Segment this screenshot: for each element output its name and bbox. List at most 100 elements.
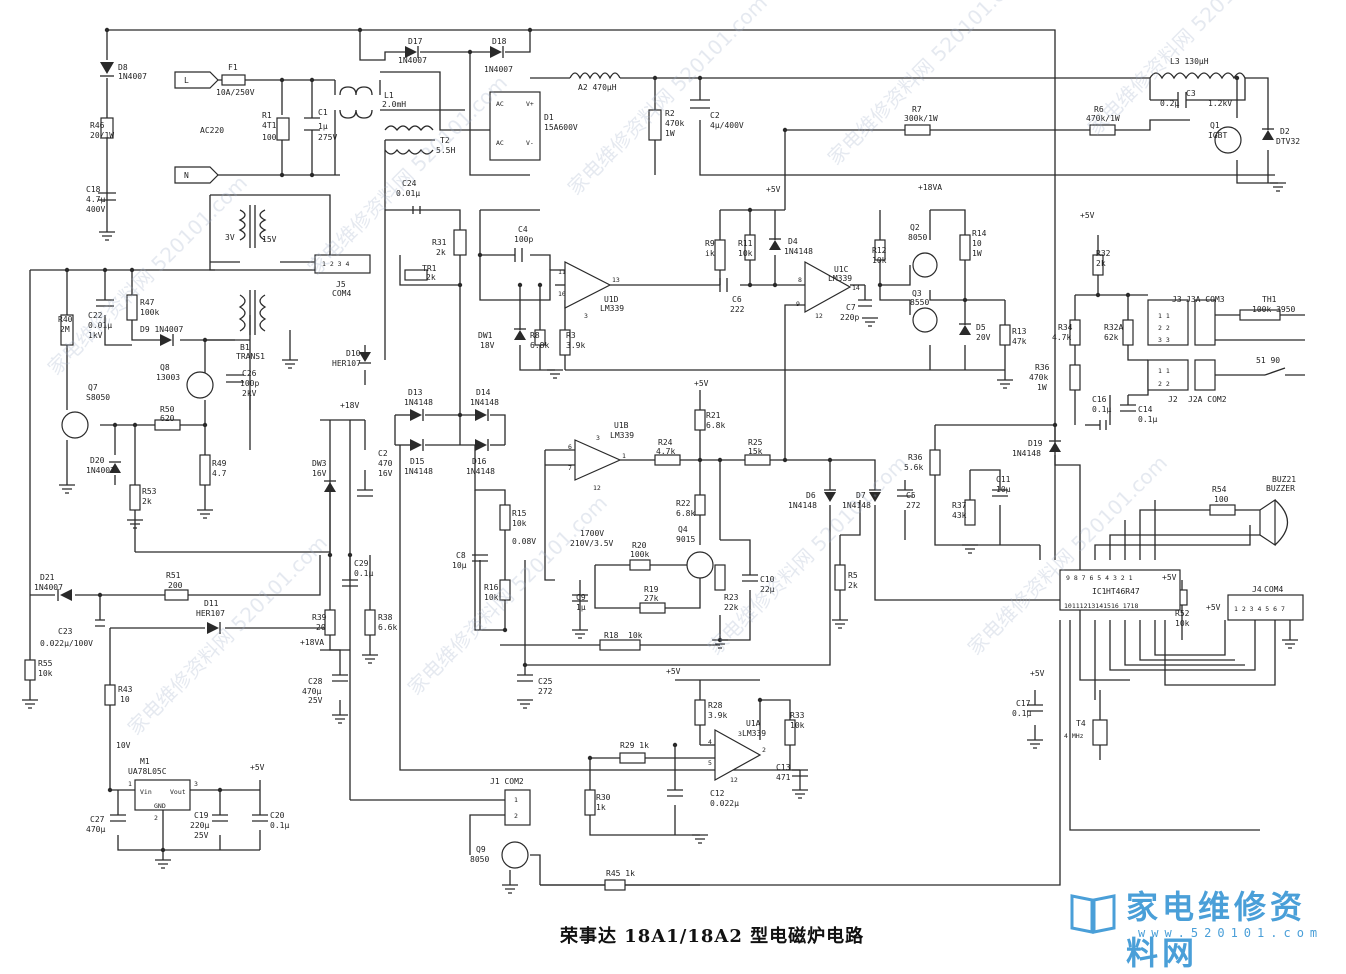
site-logo: 家电维修资料网 www.520101.com — [1068, 882, 1338, 972]
label-R2-value: 470k — [665, 119, 684, 128]
label-D21: D21 — [40, 573, 55, 582]
label-C3-value: 0.2μ — [1160, 99, 1179, 108]
label-R5-value: 2k — [848, 581, 858, 590]
label-J5-pins: 1 2 3 4 — [322, 260, 349, 268]
label-R19: R19 — [644, 585, 659, 594]
label-M1-value: UA78L05C — [128, 767, 167, 776]
label-C13: C13 — [776, 763, 791, 772]
label-R32-value: 2k — [1096, 259, 1106, 268]
label-R20: R20 — [632, 541, 647, 550]
label-T2: T2 — [440, 136, 450, 145]
label-Q3-value: 8550 — [910, 298, 929, 307]
label-D16-value: 1N4148 — [466, 467, 495, 476]
label-R25-value: 15k — [748, 447, 763, 456]
label-BUZ-value: BUZZER — [1266, 484, 1295, 493]
component-labels: D8 1N4007 D17 1N4007 D18 1N4007 L N F1 1… — [34, 37, 1300, 878]
label-15V: 15V — [262, 235, 277, 244]
pin-4: 4 — [708, 738, 712, 746]
label-C9: C9 — [576, 593, 586, 602]
label-R11: R11 — [738, 239, 753, 248]
label-C10-value: 22μ — [760, 585, 775, 594]
label-C17-value: 0.1μ — [1012, 709, 1031, 718]
label-C20-value: 0.1μ — [270, 821, 289, 830]
label-U1D-value: LM339 — [600, 304, 624, 313]
label-R24: R24 — [658, 438, 673, 447]
label-R9: R9 — [705, 239, 715, 248]
label-R53: R53 — [142, 487, 157, 496]
label-R1: R1 — [262, 111, 272, 120]
label-B1-value: TRANS1 — [236, 352, 265, 361]
label-D7: D7 — [856, 491, 866, 500]
label-C16: C16 — [1092, 395, 1107, 404]
pin-3b: 3 — [596, 434, 600, 442]
label-p18v: +18V — [340, 401, 359, 410]
label-5190: 51 90 — [1256, 356, 1280, 365]
label-p5v-h: +5V — [250, 763, 265, 772]
label-C22: C22 — [88, 311, 103, 320]
label-D6-value: 1N4148 — [788, 501, 817, 510]
label-R28: R28 — [708, 701, 723, 710]
label-R20-value: 100k — [630, 550, 649, 559]
label-R1-b: 100 — [262, 133, 277, 142]
label-D9: D9 1N4007 — [140, 325, 184, 334]
label-R52: R52 — [1175, 609, 1190, 618]
label-R7: R7 — [912, 105, 922, 114]
label-D10-value: HER107 — [332, 359, 361, 368]
pin-8: 8 — [798, 276, 802, 284]
pin-12b: 12 — [593, 484, 601, 492]
label-C5: C5 — [906, 491, 916, 500]
label-R12: R12 — [872, 246, 887, 255]
label-R49: R49 — [212, 459, 227, 468]
label-T4: T4 — [1076, 719, 1086, 728]
label-R38: R38 — [378, 613, 393, 622]
svg-text:3 3: 3 3 — [1158, 336, 1170, 344]
pin-J1-2: 2 — [514, 812, 518, 820]
label-J5-value: COM4 — [332, 289, 351, 298]
label-D19: D19 — [1028, 439, 1043, 448]
label-DW3: DW3 — [312, 459, 327, 468]
pin-2m: 2 — [154, 814, 158, 822]
label-DW1-value: 18V — [480, 341, 495, 350]
label-R37-value: 43k — [952, 511, 967, 520]
label-C5-value: 272 — [906, 501, 921, 510]
label-C23-value: 0.022μ/100V — [40, 639, 93, 648]
label-p5v-e: +5V — [1206, 603, 1221, 612]
label-R16-value: 10k — [484, 593, 499, 602]
label-D13: D13 — [408, 388, 423, 397]
label-R3: R3 — [566, 331, 576, 340]
label-D7-value: 1N4148 — [842, 501, 871, 510]
label-R13-value: 47k — [1012, 337, 1027, 346]
pin-13: 13 — [612, 276, 620, 284]
label-DW1: DW1 — [478, 331, 493, 340]
label-D1: D1 — [544, 113, 554, 122]
label-U1C-value: LM339 — [828, 274, 852, 283]
label-C14-value: 0.1μ — [1138, 415, 1157, 424]
label-IC1-bottom: 10111213141516 1718 — [1064, 602, 1138, 610]
label-C16-value: 0.1μ — [1092, 405, 1111, 414]
label-C27: C27 — [90, 815, 105, 824]
label-C6: C6 — [732, 295, 742, 304]
label-R1-value: 4T1 — [262, 121, 277, 130]
label-R50-value: 620 — [160, 414, 175, 423]
label-D19-value: 1N4148 — [1012, 449, 1041, 458]
label-R51: R51 — [166, 571, 181, 580]
label-R49-value: 4.7 — [212, 469, 227, 478]
label-C26: C26 — [242, 369, 257, 378]
label-R2: R2 — [665, 109, 675, 118]
label-R52-value: 10k — [1175, 619, 1190, 628]
label-C23: C23 — [58, 627, 73, 636]
label-3V: 3V — [225, 233, 235, 242]
label-210V: 210V/3.5V — [570, 539, 614, 548]
label-R38-value: 6.6k — [378, 623, 397, 632]
label-C24: C24 — [402, 179, 417, 188]
label-R14-b: 1W — [972, 249, 982, 258]
label-C4: C4 — [518, 225, 528, 234]
label-R14: R14 — [972, 229, 987, 238]
label-R43-value: 10 — [120, 695, 130, 704]
label-D14-value: 1N4148 — [470, 398, 499, 407]
label-L: L — [184, 76, 189, 85]
label-D18: D18 — [492, 37, 507, 46]
label-C7-value: 220p — [840, 313, 859, 322]
label-R11-value: 10k — [738, 249, 753, 258]
